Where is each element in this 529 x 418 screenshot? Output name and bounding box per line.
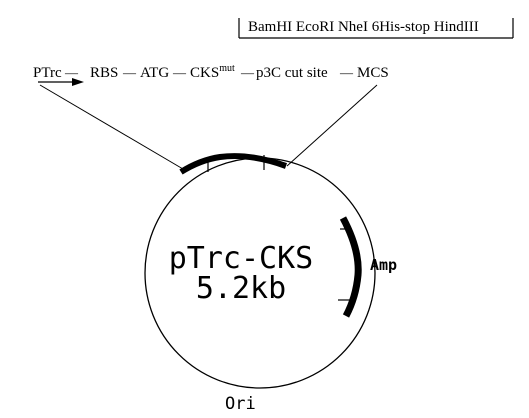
- amp-label: Amp: [370, 256, 397, 274]
- promoter-label: PTrc: [33, 65, 62, 81]
- separator-3: —: [172, 65, 187, 80]
- insert-segment: [179, 153, 288, 175]
- separator-2: —: [122, 65, 137, 80]
- amp-segment: [339, 216, 362, 318]
- promoter-arrow: [38, 78, 84, 86]
- separator-4: —: [240, 65, 255, 80]
- insert-leader-right: [286, 84, 378, 167]
- cks-text: CKS: [190, 65, 219, 81]
- separator-1: —: [64, 65, 79, 80]
- mcs-label: MCS: [357, 65, 389, 81]
- rbs-label: RBS: [90, 65, 118, 81]
- ori-label: Ori: [225, 394, 256, 414]
- mcs-sites-label: BamHI EcoRI NheI 6His-stop HindIII: [248, 19, 479, 35]
- cut-site-label: p3C cut site: [256, 65, 328, 81]
- mcs-bracket: [238, 18, 514, 39]
- plasmid-name: pTrc-CKS: [169, 241, 314, 276]
- separator-5: —: [339, 65, 354, 80]
- atg-label: ATG: [140, 65, 169, 81]
- cks-superscript: mut: [219, 63, 235, 74]
- insert-leader-left: [39, 84, 184, 170]
- plasmid-size: 5.2kb: [196, 271, 286, 306]
- cks-label: CKSmut: [190, 63, 235, 81]
